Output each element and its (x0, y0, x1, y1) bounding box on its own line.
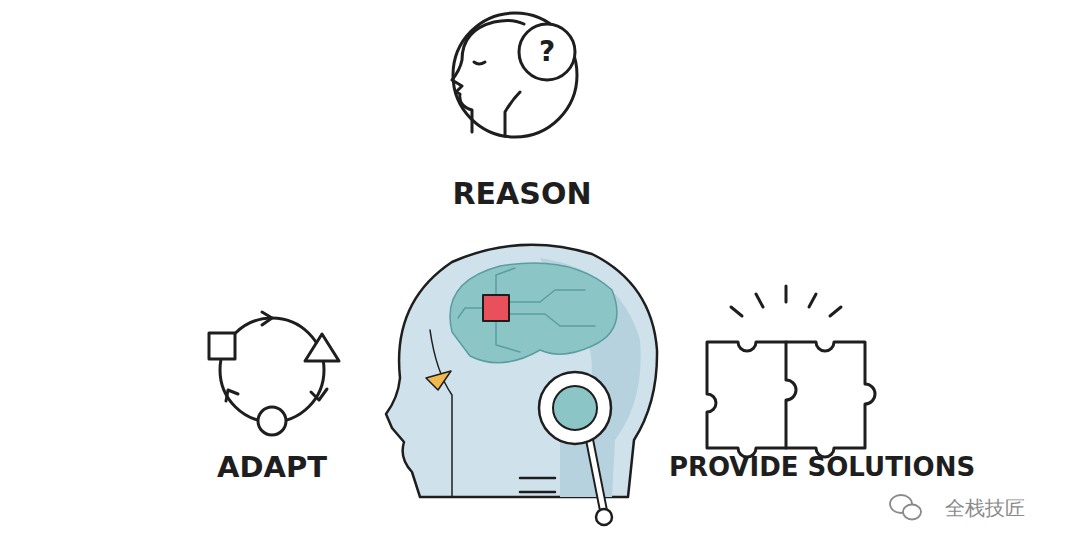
head-outline (386, 245, 657, 497)
chip (483, 295, 509, 321)
cycle-arrowhead (226, 390, 238, 401)
burst-line (809, 294, 816, 307)
watermark: 全栈技匠 (945, 497, 1025, 519)
ear-disc (539, 372, 611, 444)
cycle-arrowhead (262, 312, 272, 325)
wechat-icon (890, 495, 921, 520)
ear-inner (553, 386, 597, 430)
triangle-shape (305, 334, 339, 361)
puzzle-icon (707, 286, 875, 457)
reason-icon (452, 13, 577, 137)
burst-line (785, 286, 788, 302)
puzzle-piece-right (786, 342, 875, 457)
robot-head (386, 245, 657, 525)
burst-line (731, 307, 742, 316)
head-back (505, 92, 520, 136)
vent-line (520, 477, 555, 480)
bubble (903, 505, 921, 520)
eye (426, 371, 451, 390)
circle-shape (258, 407, 286, 435)
antenna-rod-inner (588, 432, 603, 508)
face-line (430, 330, 452, 497)
antenna-tip (596, 509, 612, 525)
burst-line (830, 307, 841, 316)
question-mark: ? (539, 37, 555, 68)
head-profile (452, 20, 524, 132)
vent-line (520, 491, 555, 494)
capability-label: ADAPT (217, 452, 327, 484)
closed-eye (474, 62, 485, 64)
brain (450, 263, 617, 363)
circuit-lines (458, 268, 595, 352)
cycle-arrowhead (311, 389, 327, 400)
capability-label: PROVIDE SOLUTIONS (669, 453, 975, 482)
puzzle-piece-left (707, 342, 796, 457)
burst-line (756, 294, 763, 307)
icon-circle (453, 13, 577, 137)
square-shape (209, 333, 235, 359)
adapt-icon (209, 312, 339, 435)
thought-bubble (519, 24, 575, 80)
capability-label: REASON (452, 177, 591, 210)
antenna-rod (588, 432, 603, 508)
